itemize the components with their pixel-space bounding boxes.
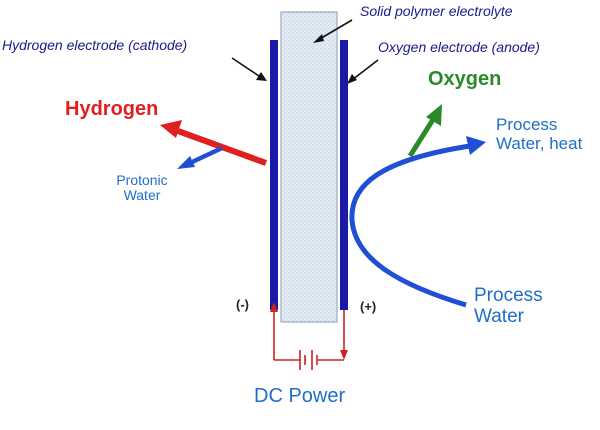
label-positive-terminal: (+) [360,299,377,314]
cathode-plate [270,40,278,310]
label-process-water-heat-line2: Water, heat [496,133,583,153]
label-process-water-line2: Water [474,305,524,327]
protonic-water-arrow [177,145,223,169]
process-water-curve [349,136,486,308]
label-negative-terminal: (-) [236,297,249,312]
anode-plate [340,40,348,310]
label-process-water-heat: Process Water, heat [496,115,583,153]
oxygen-arrow [407,104,442,158]
label-protonic-water: Protonic Water [109,172,175,204]
label-protonic-water-line2: Water [123,187,161,204]
label-process-water-heat-line1: Process [496,115,558,134]
label-protonic-water-line1: Protonic [116,172,168,188]
hydrogen-arrow [160,120,268,166]
label-hydrogen-electrode: Hydrogen electrode (cathode) [2,37,188,53]
callout-anode-pointer [347,59,379,84]
callout-cathode-pointer [231,57,267,81]
label-solid-polymer-electrolyte: Solid polymer electrolyte [360,3,513,19]
label-oxygen-electrode: Oxygen electrode (anode) [378,39,540,55]
label-hydrogen: Hydrogen [65,98,159,120]
label-oxygen: Oxygen [428,68,502,90]
label-process-water: Process Water [474,285,543,328]
label-dc-power: DC Power [254,385,346,407]
callout-electrolyte-pointer [313,19,353,43]
electrolyte-membrane [280,11,338,323]
label-process-water-line1: Process [474,285,543,306]
dc-power-circuit [270,302,348,370]
